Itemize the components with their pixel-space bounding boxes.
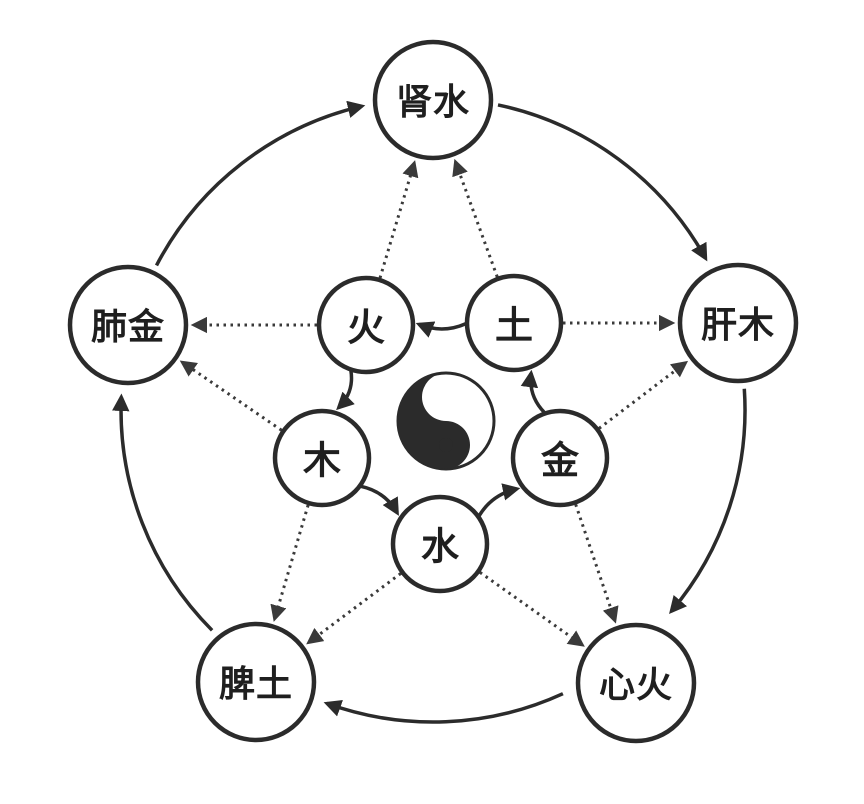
generation-arrow-kidney-to-liver <box>497 103 708 262</box>
node-spleen-earth: 脾土 <box>195 621 317 743</box>
generation-arrow-metal-to-earth <box>520 369 546 414</box>
node-lung-metal: 肺金 <box>67 264 189 386</box>
generation-arrow-liver-to-heart <box>669 388 747 614</box>
restraint-arrow-wood-to-spleen <box>270 504 310 622</box>
node-earth: 土 <box>464 273 564 373</box>
restraint-arrow-metal-to-heart <box>574 503 619 624</box>
node-label: 肾水 <box>396 81 470 123</box>
restraint-arrow-earth-to-kidney <box>452 158 499 278</box>
node-label: 肝木 <box>701 304 775 346</box>
node-label: 金 <box>540 438 580 483</box>
restraint-arrow-wood-to-lung <box>179 360 283 432</box>
generation-arrow-fire-to-wood <box>336 370 355 411</box>
generation-arrow-earth-to-fire <box>415 321 467 338</box>
node-wood: 木 <box>272 408 372 508</box>
yin-yang-icon <box>396 371 496 471</box>
node-label: 水 <box>421 524 460 569</box>
node-heart-fire: 心火 <box>575 622 697 744</box>
node-liver-wood: 肝木 <box>677 262 799 384</box>
node-water: 水 <box>390 494 490 594</box>
node-label: 火 <box>347 305 385 350</box>
generation-arrow-spleen-to-lung <box>111 393 214 632</box>
generation-arrow-heart-to-spleen <box>323 692 564 724</box>
node-fire: 火 <box>316 275 416 375</box>
restraint-arrow-water-to-spleen <box>306 572 402 645</box>
restraint-arrows <box>179 158 689 647</box>
restraint-arrow-fire-to-kidney <box>378 160 419 279</box>
node-label: 心火 <box>599 664 673 706</box>
node-label: 木 <box>303 438 341 483</box>
restraint-arrow-water-to-heart <box>479 571 585 647</box>
node-label: 脾土 <box>219 663 293 705</box>
generation-arrow-water-to-metal <box>477 483 521 517</box>
restraint-arrow-metal-to-liver <box>598 360 689 430</box>
node-metal: 金 <box>510 408 610 508</box>
generation-arrow-wood-to-water <box>360 484 399 516</box>
node-label: 土 <box>495 303 533 348</box>
node-label: 肺金 <box>91 306 165 348</box>
generation-arrows <box>111 100 747 724</box>
generation-arrow-lung-to-kidney <box>154 100 366 267</box>
node-kidney-water: 肾水 <box>372 39 494 161</box>
